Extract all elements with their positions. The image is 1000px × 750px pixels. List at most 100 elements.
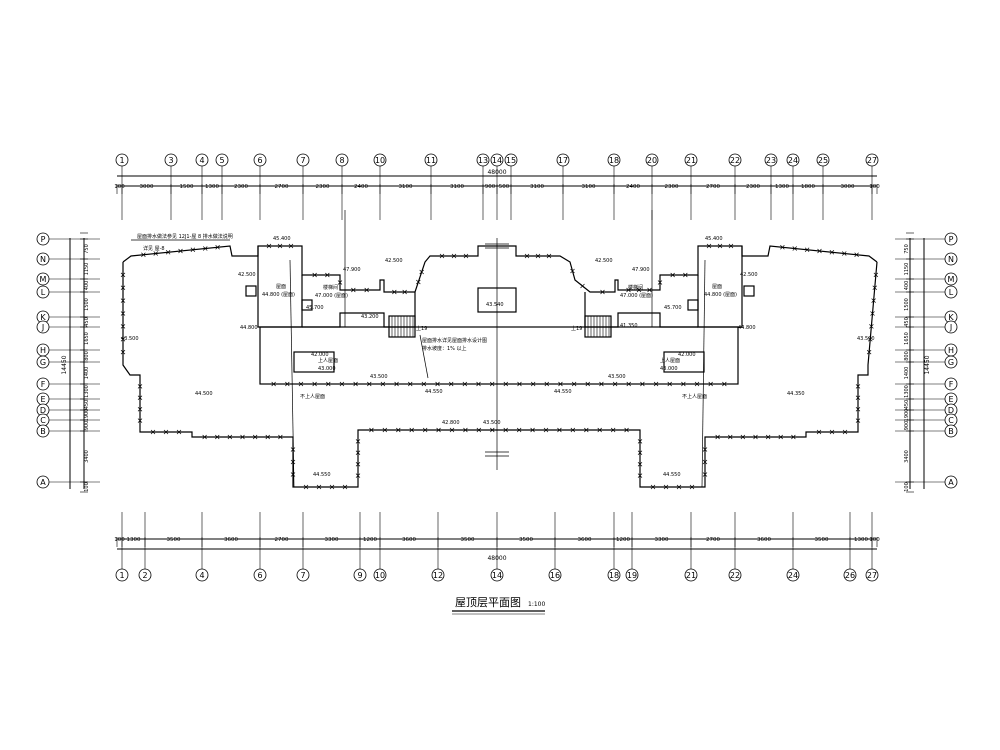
bottom-dim-value: 100 (114, 537, 125, 543)
note-access-left: 上人屋面 (318, 357, 338, 364)
parapet-x-mark (369, 427, 374, 433)
parapet-x-mark (570, 427, 576, 433)
parapet-x-mark (325, 272, 330, 278)
parapet-x-mark (637, 461, 643, 467)
elev-center-right: 43.500 (608, 374, 626, 380)
right-axis-bubble (944, 252, 958, 266)
parapet-x-mark (546, 253, 552, 259)
left-axis-label: C (40, 416, 46, 425)
left-axis-label: D (40, 406, 46, 415)
parapet-x-mark (765, 434, 771, 440)
right-dim-value: 1650 (904, 332, 910, 345)
parapet-x-mark (689, 484, 695, 490)
parapet-x-mark (137, 395, 143, 401)
top-axis-label: 7 (300, 156, 305, 165)
top-axis-label: 23 (766, 156, 776, 165)
note-center: 屋面排水详见屋面排水设计图 (422, 337, 487, 344)
parapet-x-mark (409, 427, 414, 433)
elev-bot-left: 44.550 (313, 472, 331, 478)
right-dim-value: 450 (904, 317, 910, 327)
parapet-x-mark (872, 285, 877, 290)
parapet-x-mark (676, 484, 682, 490)
top-axis-label: 5 (219, 156, 224, 165)
left-axis-label: N (40, 255, 46, 264)
bottom-axis-label: 27 (867, 571, 877, 580)
parapet-x-mark (791, 434, 796, 440)
right-axis-label: P (949, 235, 954, 244)
parapet-x-mark (165, 250, 171, 255)
bottom-axis-bubble (786, 568, 800, 582)
bottom-dim-value: 1200 (616, 537, 630, 543)
bottom-dim-value: 100 (869, 537, 880, 543)
right-dim-value: 3400 (904, 450, 910, 463)
bottom-dim-value: 2700 (706, 537, 720, 543)
right-axis-label: N (948, 255, 954, 264)
right-axis-bubble (944, 355, 958, 369)
right-axis-label: G (948, 358, 954, 367)
parapet-x-mark (702, 447, 708, 452)
top-dim-value: 2700 (706, 184, 720, 190)
elev-level-right: 43.000 (660, 366, 678, 372)
parapet-x-mark (702, 459, 708, 465)
parapet-x-mark (612, 381, 618, 387)
top-dim-value: 3000 (140, 184, 154, 190)
parapet-x-mark (316, 484, 322, 490)
parapet-x-mark (728, 434, 733, 440)
elev-core-left: 43.200 (361, 314, 379, 320)
right-dim-value: 1900 (904, 409, 910, 422)
parapet-markers (120, 243, 879, 490)
parapet-x-mark (436, 427, 441, 433)
top-axis-label: 1 (119, 156, 124, 165)
parapet-x-mark (329, 484, 335, 490)
left-axis-label: J (41, 323, 44, 332)
roof-outline (122, 245, 878, 488)
bottom-axis-label: 22 (730, 571, 740, 580)
left-axis-bubble (36, 424, 50, 438)
parapet-x-mark (780, 245, 785, 250)
bottom-axis-label: 6 (257, 571, 262, 580)
bottom-axis-bubble (548, 568, 562, 582)
parapet-x-mark (137, 406, 143, 412)
left-dim-value: 1400 (84, 367, 90, 380)
parapet-x-mark (599, 381, 604, 387)
bottom-dim-value: 3500 (519, 537, 533, 543)
left-axis-bubble (36, 272, 50, 286)
top-axis-label: 14 (492, 156, 502, 165)
parapet-x-mark (740, 434, 746, 440)
parapet-x-mark (640, 381, 645, 387)
right-dim-value: 1400 (904, 367, 910, 380)
bottom-dim-value: 3500 (815, 537, 829, 543)
parapet-x-mark (266, 243, 272, 249)
right-axis-label: C (948, 416, 954, 425)
right-overall-dimension: 14450 (924, 355, 931, 374)
parapet-x-mark (663, 484, 669, 490)
parapet-x-mark (150, 429, 156, 435)
top-dim-value: 2400 (354, 184, 368, 190)
parapet-x-mark (312, 381, 317, 387)
parapet-x-mark (394, 381, 399, 387)
right-dimension-chain: 7501150400150045016508001400130045019009… (904, 232, 914, 493)
right-axis-label: H (948, 346, 954, 355)
drawing-title: 屋顶层平面图 (455, 596, 521, 609)
left-dim-value: 3400 (84, 450, 90, 463)
parapet-x-mark (240, 434, 245, 440)
bottom-axis-bubble (115, 568, 129, 582)
left-axis-bubble (36, 355, 50, 369)
top-axis-label: 22 (730, 156, 740, 165)
left-dim-value: 900 (84, 421, 90, 431)
top-dim-value: 900 (485, 184, 496, 190)
top-dim-value: 2300 (746, 184, 760, 190)
top-dim-value: 2700 (275, 184, 289, 190)
parapet-x-mark (353, 381, 358, 387)
left-dim-value: 450 (84, 400, 90, 410)
parapet-x-mark (873, 272, 879, 278)
left-dim-value: 450 (84, 317, 90, 327)
parapet-x-mark (870, 311, 875, 316)
parapet-x-mark (637, 450, 643, 456)
top-axis-bubble (728, 153, 742, 167)
left-axis-label: G (40, 358, 46, 367)
bottom-axis-bubble (296, 568, 310, 582)
elevation-labels: 45.400 45.400 42.500 42.500 47.900 47.90… (121, 236, 875, 478)
